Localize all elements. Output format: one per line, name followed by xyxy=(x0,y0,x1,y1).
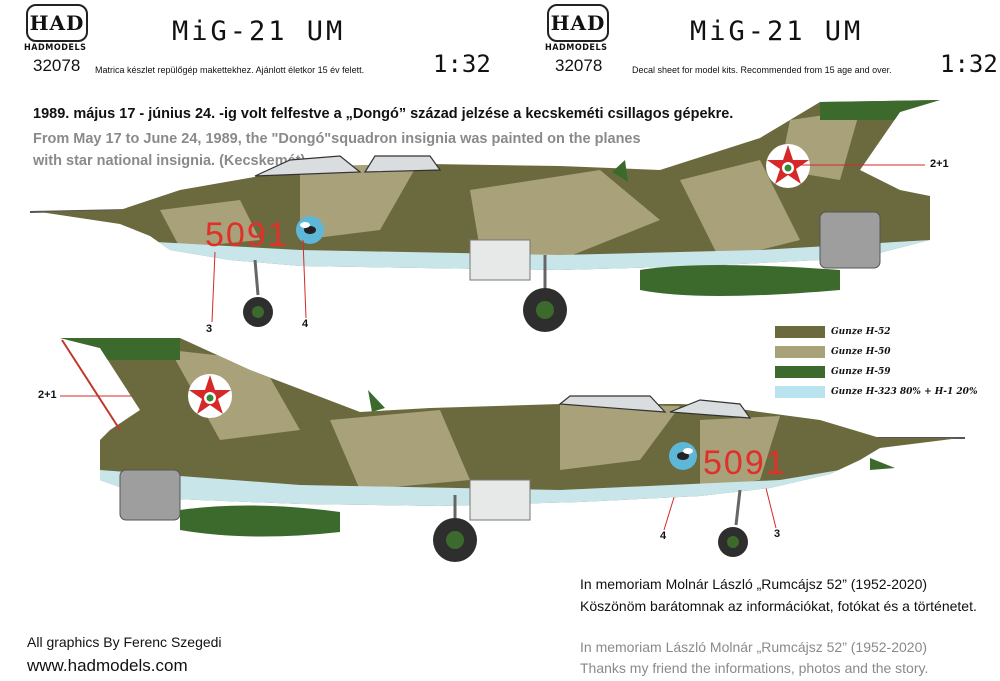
model-title: MiG-21 UM xyxy=(690,16,864,47)
aircraft-profile-left-side xyxy=(29,100,940,332)
model-title: MiG-21 UM xyxy=(172,16,346,47)
legend-label: Gunze H-323 80% + H-1 20% xyxy=(831,387,978,397)
paint-legend: Gunze H-52 Gunze H-50 Gunze H-59 Gunze H… xyxy=(775,322,978,402)
intro-english-2: with star national insignia. (Kecskemét) xyxy=(33,153,306,169)
squadron-emblem-bee xyxy=(669,442,697,470)
color-swatch xyxy=(775,386,825,398)
legend-label: Gunze H-50 xyxy=(831,347,891,357)
intro-english-1: From May 17 to June 24, 1989, the "Dongó… xyxy=(33,131,641,147)
brand-name: HADMODELS xyxy=(545,43,608,53)
legend-item: Gunze H-50 xyxy=(775,342,978,362)
legend-item: Gunze H-323 80% + H-1 20% xyxy=(775,382,978,402)
memoriam-en-1: In memoriam László Molnár „Rumcájsz 52” … xyxy=(580,639,928,655)
callout-3-top: 3 xyxy=(206,323,213,335)
callout-2plus1-bottom: 2+1 xyxy=(38,389,57,401)
callout-3-bottom: 3 xyxy=(774,528,781,540)
logo-text: HAD xyxy=(29,11,85,35)
product-code: 32078 xyxy=(33,56,81,75)
scale-label: 1:32 xyxy=(433,50,491,78)
callout-2plus1-top: 2+1 xyxy=(930,158,949,170)
callout-4-bottom: 4 xyxy=(660,530,667,542)
description-en: Decal sheet for model kits. Recommended … xyxy=(632,65,892,75)
had-logo: HAD xyxy=(26,4,88,42)
color-swatch xyxy=(775,346,825,358)
serial-number-bottom: 5091 xyxy=(703,444,787,482)
aircraft-profile-right-side xyxy=(60,338,965,562)
callout-4-top: 4 xyxy=(302,318,309,330)
logo-text: HAD xyxy=(550,11,606,35)
intro-hungarian: 1989. május 17 - június 24. -ig volt fel… xyxy=(33,106,734,122)
memoriam-en-2: Thanks my friend the informations, photo… xyxy=(580,660,929,676)
memoriam-hu-1: In memoriam Molnár László „Rumcájsz 52” … xyxy=(580,576,928,592)
graphics-credit: All graphics By Ferenc Szegedi xyxy=(27,634,222,650)
color-swatch xyxy=(775,326,825,338)
website-link[interactable]: www.hadmodels.com xyxy=(27,656,188,675)
legend-label: Gunze H-52 xyxy=(831,327,891,337)
brand-name: HADMODELS xyxy=(24,43,87,53)
legend-label: Gunze H-59 xyxy=(831,367,891,377)
star-insignia xyxy=(766,144,810,188)
scale-label: 1:32 xyxy=(940,50,998,78)
squadron-emblem-bee xyxy=(296,216,324,244)
star-insignia xyxy=(188,374,232,418)
memoriam-hu-2: Köszönöm barátomnak az információkat, fo… xyxy=(580,598,977,614)
legend-item: Gunze H-52 xyxy=(775,322,978,342)
product-code: 32078 xyxy=(555,56,603,75)
had-logo: HAD xyxy=(547,4,609,42)
legend-item: Gunze H-59 xyxy=(775,362,978,382)
serial-number-top: 5091 xyxy=(205,216,289,254)
color-swatch xyxy=(775,366,825,378)
description-hu: Matrica készlet repülőgép makettekhez. A… xyxy=(95,65,365,75)
